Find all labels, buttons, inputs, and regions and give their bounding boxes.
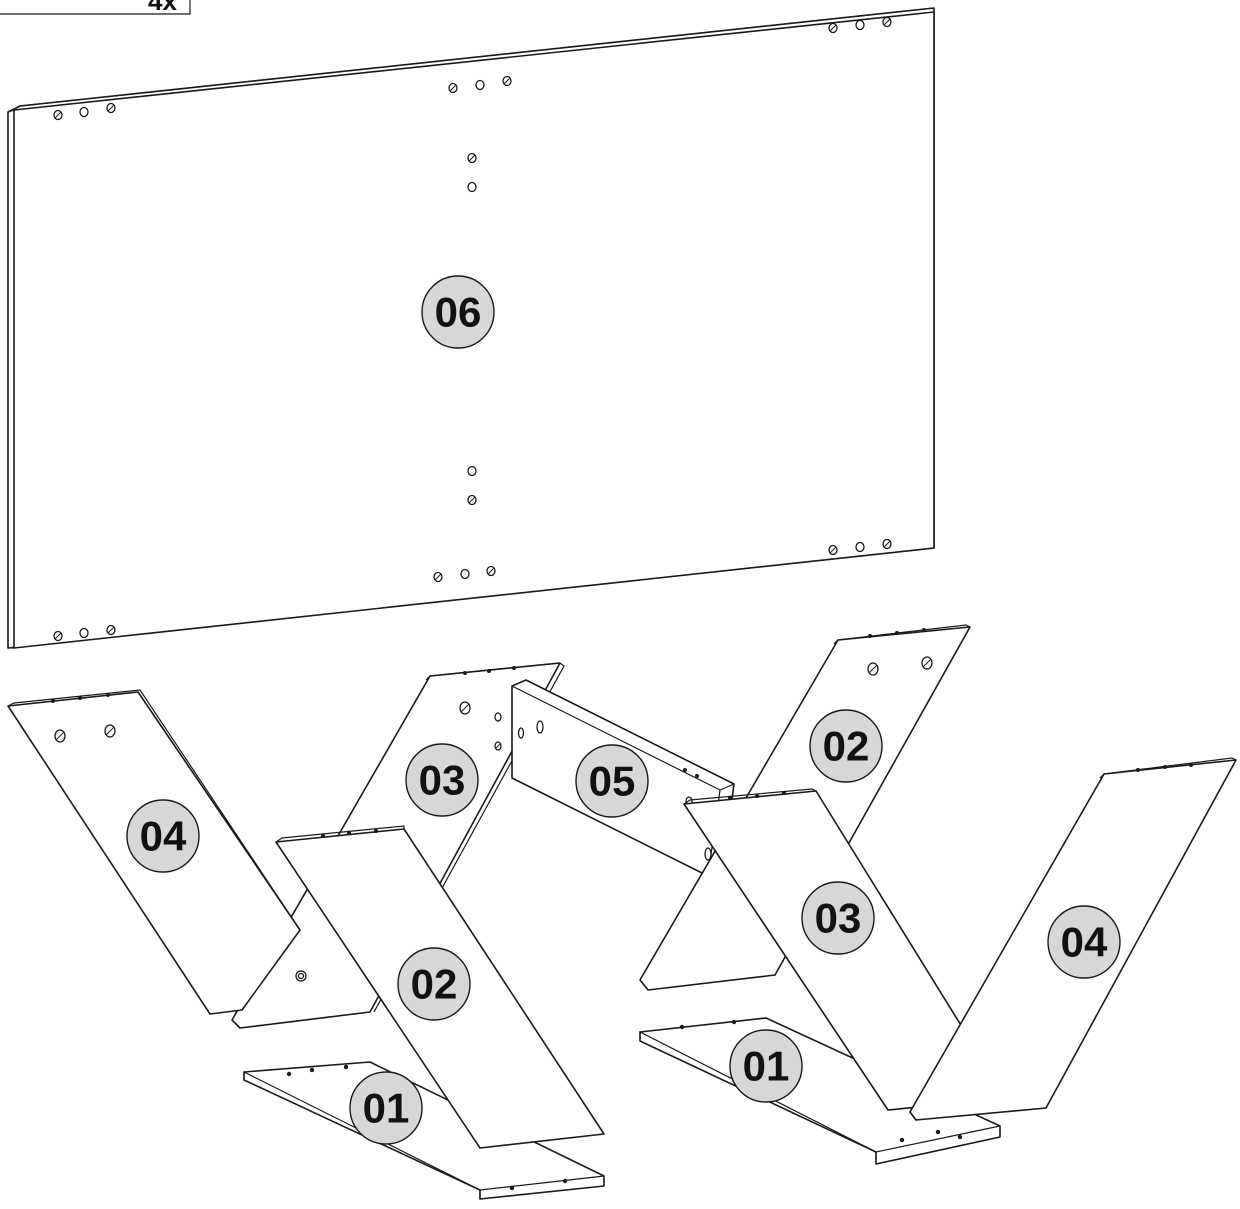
badge-05: 05 <box>575 744 649 818</box>
quantity-box: 4x <box>0 0 191 16</box>
svg-text:04: 04 <box>140 813 187 860</box>
badge-06: 06 <box>421 275 495 349</box>
badge-04-left: 04 <box>126 799 200 873</box>
badge-04-right: 04 <box>1047 905 1121 979</box>
svg-text:03: 03 <box>419 757 466 804</box>
panel-holes <box>53 16 892 642</box>
svg-text:04: 04 <box>1061 919 1108 966</box>
svg-text:03: 03 <box>815 895 862 942</box>
svg-text:02: 02 <box>823 723 870 770</box>
badge-02-left: 02 <box>397 947 471 1021</box>
quantity-label: 4x <box>148 0 177 16</box>
badge-03-left: 03 <box>405 743 479 817</box>
svg-text:06: 06 <box>435 289 482 336</box>
badge-01-right: 01 <box>729 1029 803 1103</box>
badge-01-left: 01 <box>349 1071 423 1145</box>
svg-text:01: 01 <box>363 1085 410 1132</box>
svg-text:01: 01 <box>743 1043 790 1090</box>
svg-text:05: 05 <box>589 758 636 805</box>
badge-03-right: 03 <box>801 881 875 955</box>
svg-text:02: 02 <box>411 961 458 1008</box>
badge-02-right: 02 <box>809 709 883 783</box>
